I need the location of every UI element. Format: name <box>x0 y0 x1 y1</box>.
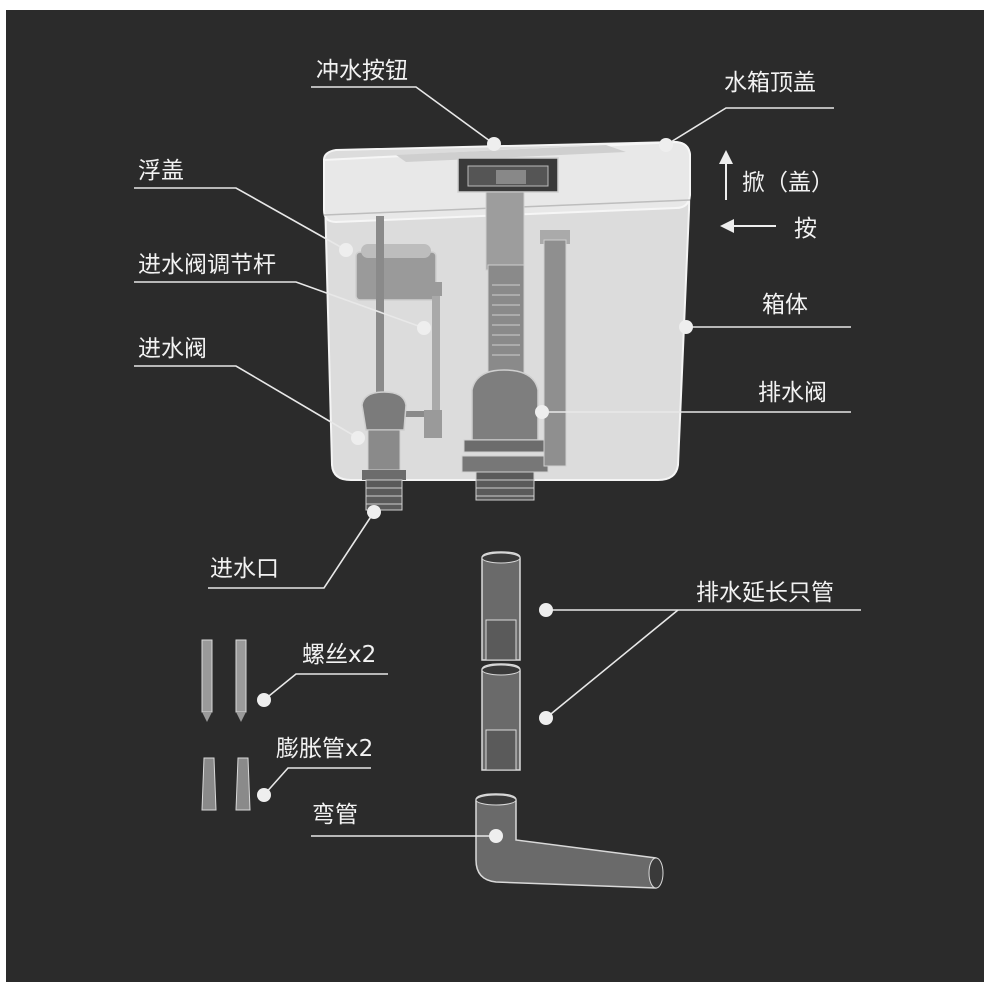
label-lift-lid: 掀（盖） <box>742 170 834 196</box>
label-drain-ext-pipe: 排水延长只管 <box>696 580 834 606</box>
label-anchors: 膨胀管x2 <box>276 736 373 762</box>
label-tank-lid: 水箱顶盖 <box>724 70 816 96</box>
lift-arrow <box>719 150 733 200</box>
label-screws: 螺丝x2 <box>302 642 376 668</box>
float-and-inlet-valve <box>355 216 442 511</box>
label-inlet-rod: 进水阀调节杆 <box>138 252 276 278</box>
label-elbow: 弯管 <box>312 802 358 828</box>
screws <box>201 639 247 722</box>
label-flush-button: 冲水按钮 <box>316 58 408 84</box>
leader-lines <box>134 86 861 843</box>
drain-extension-pipes <box>481 551 521 771</box>
exploded-diagram: 冲水按钮 水箱顶盖 浮盖 掀（盖） 按 进水阀调节杆 进水阀 箱体 排水阀 进水… <box>134 58 861 889</box>
label-tank-body: 箱体 <box>762 292 808 318</box>
label-inlet-valve: 进水阀 <box>138 336 207 362</box>
label-water-inlet: 进水口 <box>210 556 279 582</box>
expansion-anchors <box>201 757 251 811</box>
diagram-canvas: 冲水按钮 水箱顶盖 浮盖 掀（盖） 按 进水阀调节杆 进水阀 箱体 排水阀 进水… <box>6 10 984 982</box>
elbow-pipe <box>475 793 664 889</box>
label-drain-valve: 排水阀 <box>758 380 827 406</box>
label-press: 按 <box>794 216 817 242</box>
flush-button-assembly <box>457 157 559 193</box>
label-float-cover: 浮盖 <box>138 158 184 184</box>
drain-valve-assembly <box>461 191 570 501</box>
press-arrow <box>720 219 776 233</box>
